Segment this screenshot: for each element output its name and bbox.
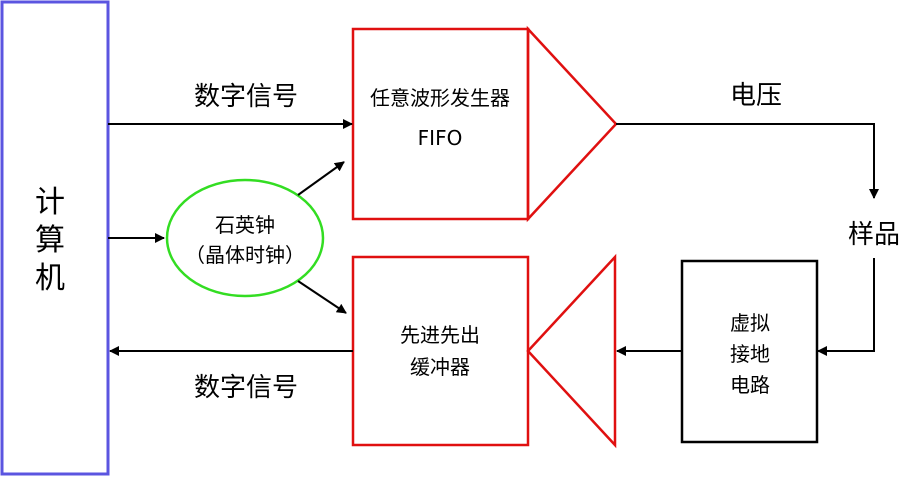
crystal-clock-label-2: （晶体时钟）	[185, 243, 305, 267]
crystal-clock-ellipse	[165, 178, 325, 298]
voltage-label: 电压	[730, 81, 782, 111]
awg-box	[351, 27, 530, 221]
virtual-ground-label-2: 接地	[730, 342, 770, 366]
buffer-amplifier-triangle	[526, 253, 617, 449]
arrow-sample-to-virtual-ground	[817, 258, 875, 356]
digital-signal-bottom-label: 数字信号	[194, 373, 298, 403]
computer-label-char-3: 机	[35, 261, 65, 296]
computer-label-char-2: 算	[35, 223, 65, 258]
awg-amplifier-triangle	[526, 25, 618, 223]
fifo-buffer-label-1: 先进先出	[400, 323, 480, 347]
crystal-clock-label-1: 石英钟	[215, 213, 275, 237]
arrow-crystal-to-awg	[297, 161, 345, 196]
awg-label: 任意波形发生器	[370, 86, 510, 110]
virtual-ground-label-3: 电路	[730, 373, 770, 397]
awg-fifo-label: FIFO	[418, 126, 463, 150]
arrow-crystal-to-fifo	[297, 280, 347, 314]
virtual-ground-label-1: 虚拟	[730, 311, 770, 335]
fifo-buffer-label-2: 缓冲器	[410, 355, 470, 379]
digital-signal-top-label: 数字信号	[194, 82, 298, 112]
computer-label-char-1: 计	[35, 185, 65, 220]
sample-label: 样品	[848, 220, 900, 250]
fifo-buffer-box	[351, 255, 530, 447]
arrow-awg-to-sample	[616, 123, 879, 199]
